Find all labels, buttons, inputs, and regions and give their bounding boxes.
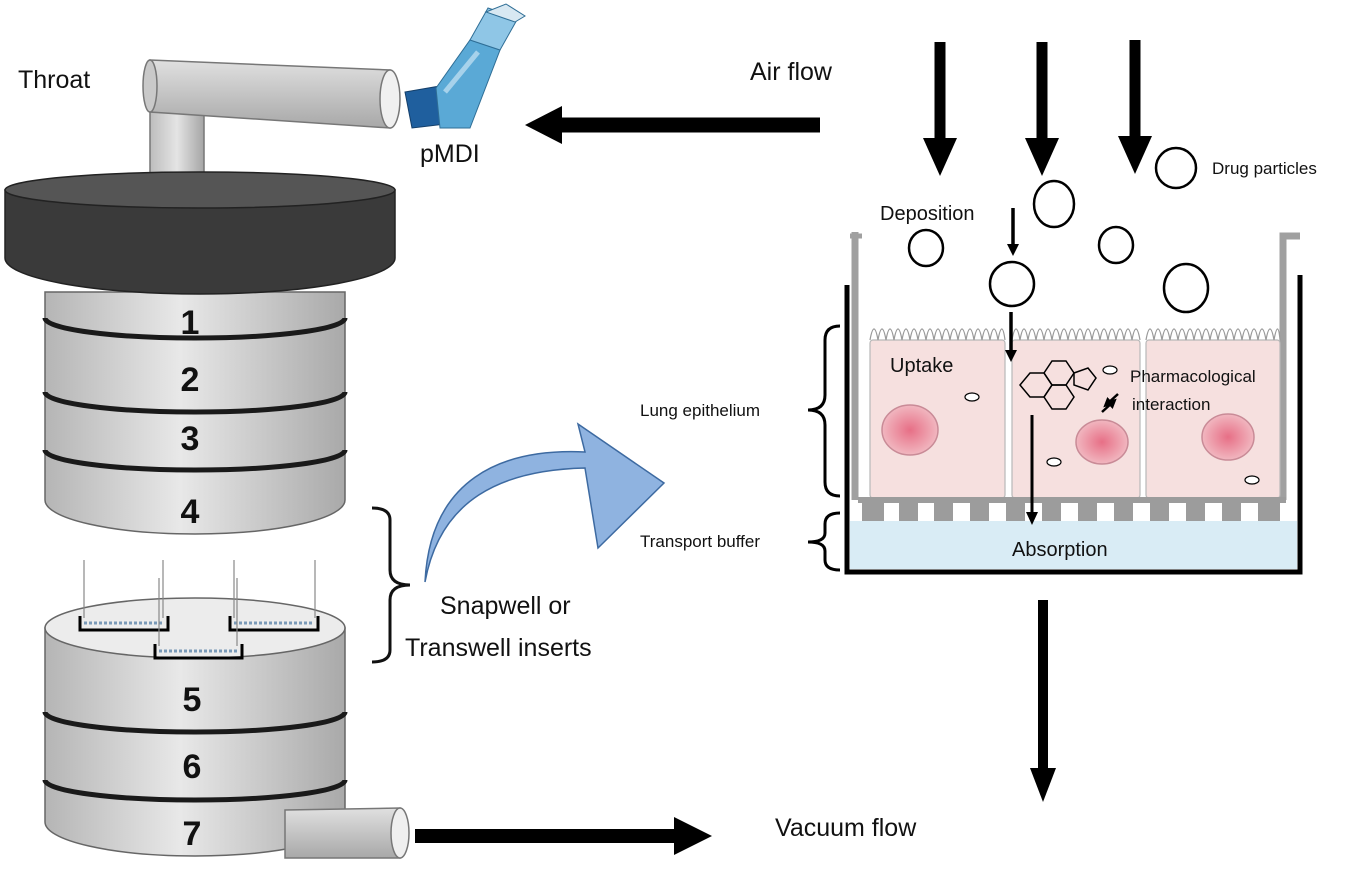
mini-insert-left: [78, 560, 170, 632]
air-flow-label: Air flow: [750, 58, 833, 86]
impactor-upper-body: [42, 291, 348, 535]
deposition-label: Deposition: [880, 203, 975, 225]
stage-ring: [42, 391, 348, 415]
inserts-bracket: [371, 506, 411, 664]
lung-epithelium-brace: [807, 324, 841, 498]
stage-number-4: 4: [181, 493, 200, 531]
pharmacological-label-line1: Pharmacological: [1130, 367, 1256, 386]
stage-number-3: 3: [181, 420, 200, 458]
impactor-lid: [4, 171, 396, 295]
airflow-down-arrows: [923, 40, 1152, 176]
deposition-arrow: [1007, 208, 1019, 256]
pmdi-label: pMDI: [420, 140, 480, 168]
stage-ring: [42, 317, 348, 341]
drug-particles: [907, 146, 1210, 314]
insert-membrane: [858, 497, 1286, 521]
pharmacological-label-line2: interaction: [1132, 395, 1210, 414]
absorption-arrow: [1026, 415, 1038, 525]
inserts-label-line1: Snapwell or: [440, 592, 571, 620]
transport-buffer-fill: [850, 521, 1297, 569]
vacuum-flow-label: Vacuum flow: [775, 814, 917, 842]
uptake-label: Uptake: [890, 355, 953, 377]
airflow-left-arrow: [525, 106, 820, 144]
drug-particles-label: Drug particles: [1212, 159, 1317, 178]
transport-buffer-brace: [807, 511, 841, 572]
mini-insert-center: [153, 578, 244, 660]
throat-label: Throat: [18, 66, 90, 94]
mini-insert-right: [228, 560, 320, 632]
cell-nuclei: [881, 404, 1255, 465]
pmdi-inhaler: [404, 3, 526, 129]
stage-number-1: 1: [181, 304, 200, 342]
stage-number-6: 6: [183, 748, 202, 786]
transport-buffer-label: Transport buffer: [640, 532, 760, 551]
inserts-label-line2: Transwell inserts: [405, 634, 592, 662]
transwell-insert: [844, 232, 1303, 575]
outlet-tube: [284, 807, 410, 859]
throat-tube: [142, 59, 401, 189]
stage-ring: [42, 779, 348, 803]
vacuum-arrow: [415, 817, 712, 855]
interaction-arrows-icon: [1101, 393, 1119, 413]
absorption-label: Absorption: [1012, 539, 1108, 561]
outflow-down-arrow: [1030, 600, 1056, 802]
lung-epithelium-label: Lung epithelium: [640, 401, 760, 420]
drug-molecule-icon: [1019, 360, 1097, 410]
stage-ring: [42, 711, 348, 735]
uptake-arrow: [1005, 312, 1017, 362]
stage-number-5: 5: [183, 681, 202, 719]
curved-arrow: [424, 422, 666, 583]
stage-ring: [42, 449, 348, 473]
stage-number-7: 7: [183, 815, 202, 853]
vesicles: [964, 365, 1260, 485]
stage-number-2: 2: [181, 361, 200, 399]
